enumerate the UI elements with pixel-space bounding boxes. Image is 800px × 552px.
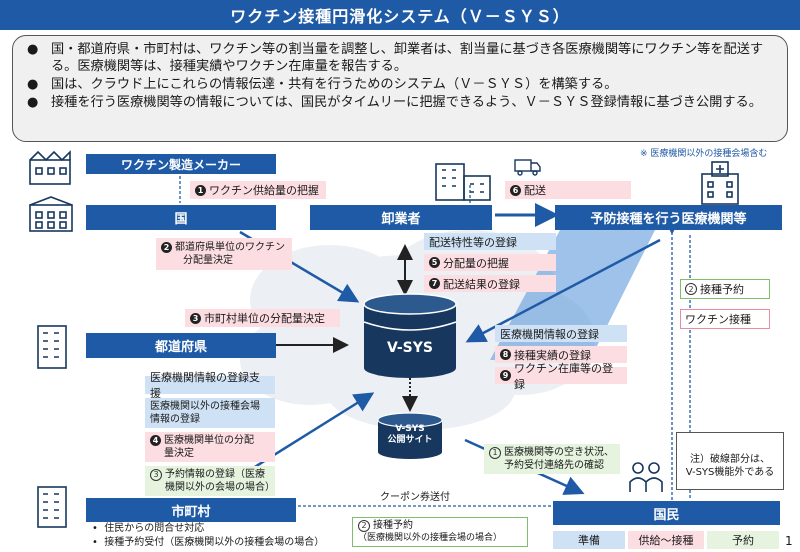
municipality-tasks: • 住民からの問合せ対応 • 接種予約受付（医療機関以外の接種会場の場合） bbox=[92, 522, 324, 550]
page-title: ワクチン接種円滑化システム（Ｖ－ＳＹＳ） bbox=[0, 0, 800, 30]
summary-item: ●接種を行う医療機関等の情報については、国民がタイムリーに把握できるよう、Ｖ－Ｓ… bbox=[27, 95, 762, 110]
note-box: 注）破線部分は、 V-SYS機能外である bbox=[676, 432, 784, 490]
citizen-bar: 国民 bbox=[553, 501, 780, 525]
legend-prep: 準備 bbox=[553, 531, 625, 549]
warehouse-icon bbox=[435, 163, 491, 201]
office-building-icon bbox=[37, 325, 67, 369]
summary-item: ●国は、クラウド上にこれらの情報伝達・共有を行うためのシステム（Ｖ－ＳＹＳ）を構… bbox=[27, 77, 618, 92]
country-bar: 国 bbox=[86, 205, 276, 230]
people-icon bbox=[629, 462, 663, 492]
cylinder-database-icon bbox=[377, 412, 443, 459]
clinic-note: ※ 医療機関以外の接種会場含む bbox=[640, 149, 768, 159]
vsys-label: V-SYS bbox=[387, 340, 433, 356]
hospital-icon bbox=[701, 161, 739, 205]
municipality-support: 医療機関情報の登録支援 bbox=[145, 371, 275, 400]
bullet: ● bbox=[27, 42, 39, 57]
factory-icon bbox=[29, 150, 71, 185]
government-building-icon bbox=[29, 196, 73, 232]
vsys-site-label: V-SYS 公開サイト bbox=[387, 424, 433, 445]
delivery-truck-icon bbox=[514, 159, 541, 176]
right-vaccinate-box: ワクチン接種 bbox=[680, 309, 770, 329]
page-number: 1 bbox=[785, 534, 793, 548]
prefecture-bar: 都道府県 bbox=[86, 333, 276, 358]
clinic-bar: 予防接種を行う医療機関等 bbox=[555, 205, 782, 230]
clinic-registration: 医療機関情報の登録 bbox=[495, 325, 627, 342]
legend-reserve: 予約 bbox=[707, 531, 779, 549]
coupon-label: クーポン券送付 bbox=[380, 492, 450, 503]
bullet: ● bbox=[27, 95, 39, 110]
municipality-bar: 市町村 bbox=[86, 498, 296, 522]
office-building-icon bbox=[37, 486, 67, 528]
bullet: ● bbox=[27, 77, 39, 92]
legend-supply: 供給～接種 bbox=[628, 531, 704, 549]
summary-item: ●国・都道府県・市町村は、ワクチン等の割当量を調整し、卸業者は、割当量に基づき各… bbox=[27, 42, 764, 74]
wholesaler-registration: 配送特性等の登録 bbox=[424, 233, 556, 250]
summary-box: ●国・都道府県・市町村は、ワクチン等の割当量を調整し、卸業者は、割当量に基づき各… bbox=[12, 35, 788, 142]
municipality-venue-registration: 医療機関以外の接種会場 情報の登録 bbox=[145, 398, 275, 428]
wholesaler-bar: 卸業者 bbox=[310, 205, 492, 230]
list-item: • 接種予約受付（医療機関以外の接種会場の場合） bbox=[92, 537, 325, 548]
maker-bar: ワクチン製造メーカー bbox=[86, 154, 276, 174]
list-item: • 住民からの問合せ対応 bbox=[92, 523, 205, 534]
cylinder-database-icon bbox=[363, 293, 457, 378]
